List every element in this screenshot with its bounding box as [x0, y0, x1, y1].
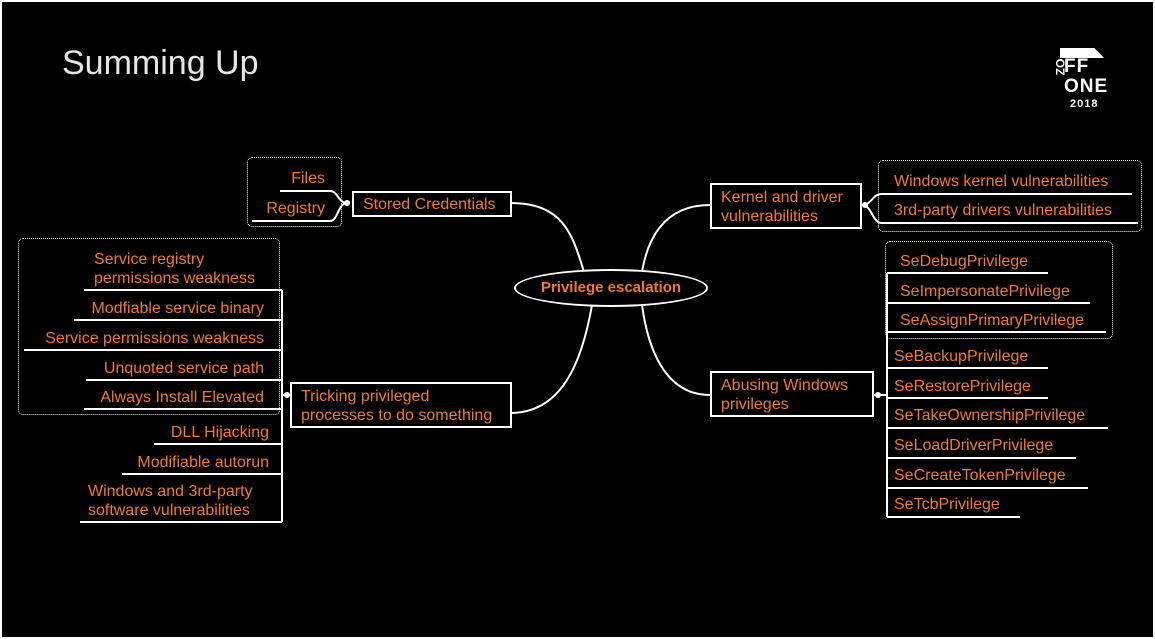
leaf-tricking-1-line1: Service registry	[94, 251, 205, 268]
group-kernel-children	[878, 160, 1142, 232]
leaf-tricking-8-line1: Windows and 3rd-party	[88, 483, 253, 500]
edge-center-tricking	[509, 304, 593, 414]
leaf-abusing-1: SeDebugPrivilege	[900, 253, 1029, 270]
leaf-tricking-3: Service permissions weakness	[45, 330, 264, 347]
leaf-kernel-1: Windows kernel vulnerabilities	[894, 173, 1109, 190]
leaf-tricking-2: Modfiable service binary	[91, 300, 264, 317]
leaf-tricking-7: Modifiable autorun	[137, 454, 269, 471]
leaf-tricking-1: Service registry permissions weakness	[94, 250, 255, 288]
junction-tricking	[284, 392, 290, 398]
branch-tricking-line2: processes to do something	[301, 407, 493, 424]
branch-kernel: Kernel and driver vulnerabilities	[710, 183, 862, 229]
edge-center-kernel	[641, 204, 711, 273]
logo-line1: FF	[1064, 56, 1090, 77]
slide-title: Summing Up	[62, 44, 259, 82]
edge-center-abusing	[641, 304, 711, 396]
leaf-abusing-4: SeBackupPrivilege	[894, 348, 1029, 365]
leaf-tricking-8: Windows and 3rd-party software vulnerabi…	[88, 482, 253, 520]
edge-center-stored	[509, 202, 585, 273]
leaf-tricking-6: DLL Hijacking	[170, 424, 269, 441]
group-stored-children	[247, 157, 342, 227]
leaf-abusing-6: SeTakeOwnershipPrivilege	[894, 407, 1086, 424]
center-node: Privilege escalation	[514, 269, 708, 307]
branch-abusing: Abusing Windows privileges	[710, 371, 874, 417]
leaf-abusing-7: SeLoadDriverPrivilege	[894, 437, 1054, 454]
group-tricking-children	[18, 238, 280, 415]
group-abusing-children	[885, 241, 1113, 339]
leaf-tricking-8-line2: software vulnerabilities	[88, 502, 250, 519]
offzone-logo: ZO FF ONE 2018	[1053, 48, 1112, 110]
leaf-abusing-2: SeImpersonatePrivilege	[900, 283, 1070, 300]
leaf-kernel-2: 3rd-party drivers vulnerabilities	[894, 202, 1112, 219]
branch-kernel-line2: vulnerabilities	[721, 208, 818, 225]
logo-bar-shape	[1060, 48, 1104, 58]
leaf-abusing-8: SeCreateTokenPrivilege	[894, 467, 1066, 484]
leaf-files: Files	[291, 170, 325, 187]
leaf-tricking-4: Unquoted service path	[103, 360, 264, 377]
branch-kernel-line1: Kernel and driver	[721, 189, 843, 206]
leaf-registry: Registry	[266, 200, 325, 217]
branch-abusing-line1: Abusing Windows	[721, 377, 849, 394]
junction-kernel	[862, 202, 868, 208]
leaf-abusing-3: SeAssignPrimaryPrivilege	[900, 312, 1085, 329]
leaf-abusing-5: SeRestorePrivilege	[894, 378, 1031, 395]
branch-tricking-line1: Tricking privileged	[301, 388, 430, 405]
branch-abusing-line2: privileges	[721, 396, 789, 413]
leaf-tricking-5: Always Install Elevated	[100, 389, 264, 406]
leaf-tricking-1-line2: permissions weakness	[94, 270, 255, 287]
branch-stored-credentials: Stored Credentials	[352, 191, 512, 217]
logo-year: 2018	[1070, 98, 1099, 110]
logo-line2: ONE	[1064, 76, 1109, 97]
branch-tricking: Tricking privileged processes to do some…	[290, 382, 512, 428]
junction-abusing	[875, 392, 881, 398]
junction-stored	[344, 200, 350, 206]
leaf-abusing-9: SeTcbPrivilege	[894, 496, 1000, 513]
